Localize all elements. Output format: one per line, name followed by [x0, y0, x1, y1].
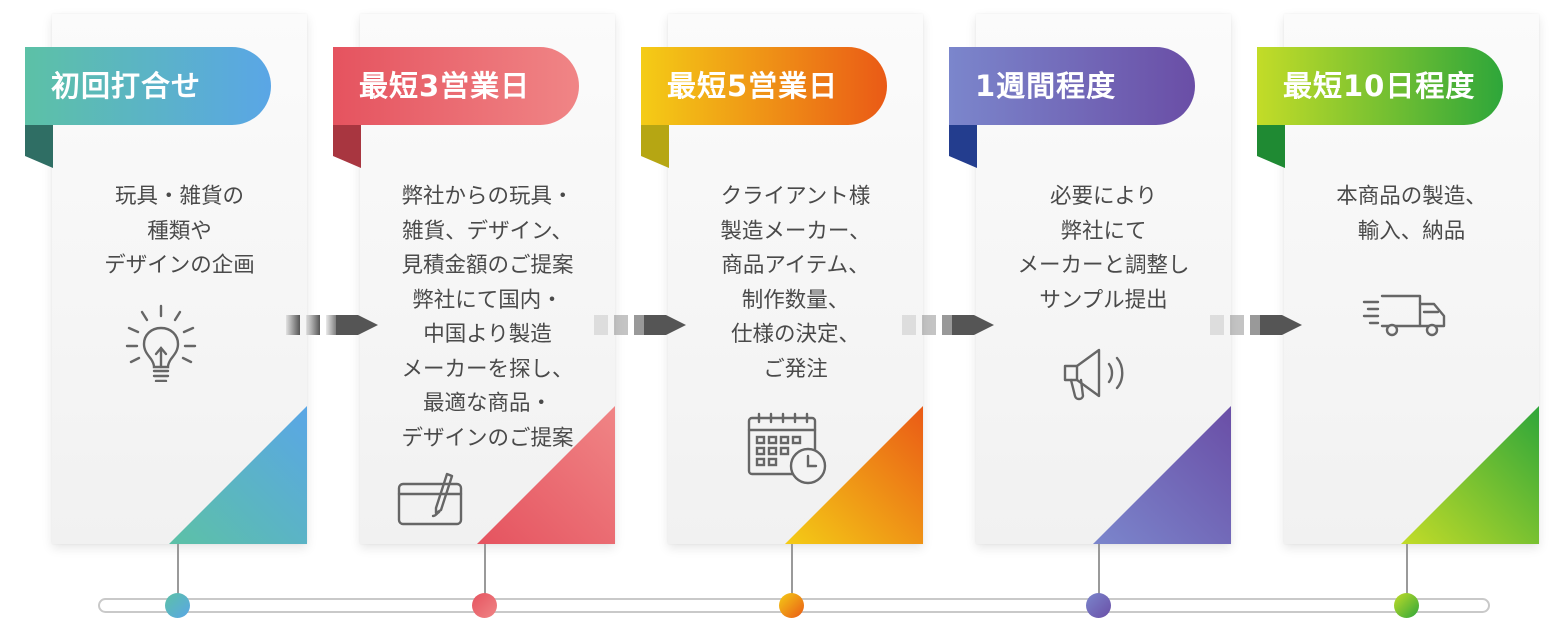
step-2-label: 最短3営業日: [359, 69, 531, 103]
timeline-node-3: [779, 593, 804, 618]
megaphone-icon: [1063, 348, 1124, 401]
step-1-description: 玩具・雑貨の 種類や デザインの企画: [104, 184, 255, 278]
step-2-ribbon: 最短3営業日: [333, 47, 579, 125]
step-1-corner: [169, 406, 307, 544]
timeline-node-4: [1086, 593, 1111, 618]
step-2-corner: [477, 406, 615, 544]
timeline-node-2: [472, 593, 497, 618]
step-1-ribbon-fold: [25, 120, 53, 168]
arrow-1-to-2: [286, 306, 378, 344]
step-5-corner: [1401, 406, 1539, 544]
arrow-4-to-5: [1210, 306, 1302, 344]
step-4-corner: [1093, 406, 1231, 544]
step-4-ribbon: 1週間程度: [949, 47, 1195, 125]
step-3-label: 最短5営業日: [667, 69, 839, 103]
fold-1-shape: [25, 120, 53, 168]
step-4-description: 必要により 弊社にて メーカーと調整し サンプル提出: [1017, 184, 1190, 313]
tablet-pen-icon: [397, 472, 463, 526]
step-1-label: 初回打合せ: [51, 69, 202, 103]
step-3-ribbon: 最短5営業日: [641, 47, 887, 125]
step-5-label: 最短10日程度: [1283, 69, 1476, 103]
step-5-ribbon-fold: [1257, 120, 1285, 168]
step-4-ribbon-fold: [949, 120, 977, 168]
step-2-description: 弊社からの玩具・ 雑貨、デザイン、 見積金額のご提案 弊社にて国内・ 中国より製…: [401, 184, 574, 451]
arrow-2-to-3: [594, 306, 686, 344]
timeline-stem-3: [791, 544, 793, 600]
timeline-stem-4: [1098, 544, 1100, 600]
step-4-label: 1週間程度: [975, 69, 1117, 103]
step-3-ribbon-fold: [641, 120, 669, 168]
timeline-stem-5: [1406, 544, 1408, 600]
delivery-truck-icon: [1362, 294, 1446, 337]
step-5-ribbon: 最短10日程度: [1257, 47, 1503, 125]
timeline-node-1: [165, 593, 190, 618]
timeline-stem-2: [484, 544, 486, 600]
timeline-node-5: [1394, 593, 1419, 618]
step-2-ribbon-fold: [333, 120, 361, 168]
step-5-description: 本商品の製造、 輸入、納品: [1336, 184, 1487, 244]
calendar-clock-icon: [747, 412, 827, 485]
step-1-ribbon: 初回打合せ: [25, 47, 271, 125]
step-3-corner: [785, 406, 923, 544]
step-3-description: クライアント様 製造メーカー、 商品アイテム、 制作数量、 仕様の決定、 ご発注: [720, 184, 871, 382]
lightbulb-icon: [125, 304, 197, 382]
timeline-stem-1: [177, 544, 179, 600]
arrow-3-to-4: [902, 306, 994, 344]
